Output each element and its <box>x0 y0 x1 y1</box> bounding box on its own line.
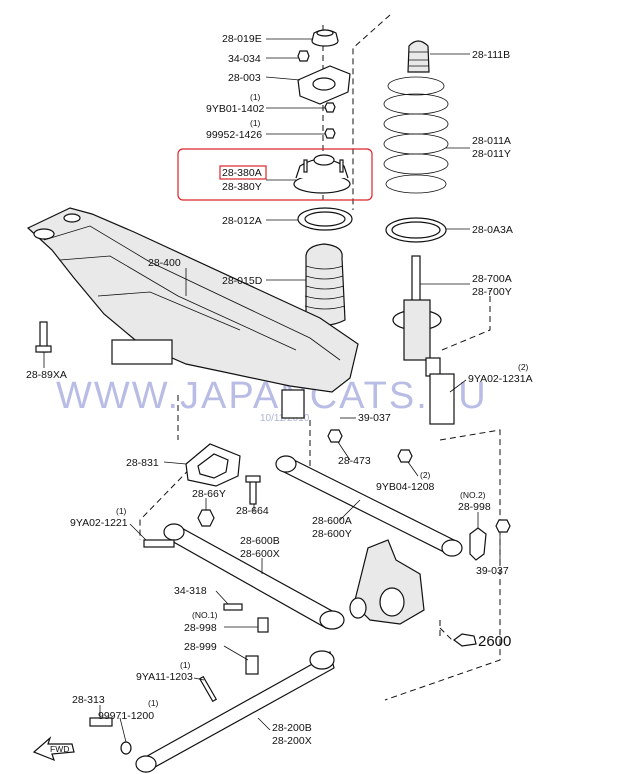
label-9yb04-1208: 9YB04-1208 <box>376 481 435 493</box>
label-qty-1d: (1) <box>180 660 191 670</box>
label-9ya02-1221: 9YA02-1221 <box>70 517 128 529</box>
leader-lines <box>43 38 501 743</box>
label-28-998a: 28-998 <box>458 501 491 513</box>
label-28-380a: 28-380A <box>222 167 262 179</box>
crossmember-bolt <box>35 321 52 353</box>
label-28-66y: 28-66Y <box>192 488 226 500</box>
label-28-600y: 28-600Y <box>312 528 352 540</box>
spring-seat-28-0a3a <box>385 217 447 243</box>
label-9yb01-1402: 9YB01-1402 <box>206 103 265 115</box>
label-28-600a: 28-600A <box>312 515 352 527</box>
label-qty-1b: (1) <box>250 118 261 128</box>
label-28-998b: 28-998 <box>184 622 217 634</box>
label-28-700a: 28-700A <box>472 273 512 285</box>
label-28-380y: 28-380Y <box>222 181 262 193</box>
label-28-313: 28-313 <box>72 694 105 706</box>
label-28-700y: 28-700Y <box>472 286 512 298</box>
shock-absorber <box>392 255 455 425</box>
label-28-003: 28-003 <box>228 72 261 84</box>
label-39-037a: 39-037 <box>358 412 391 424</box>
ref-arrow-2600 <box>439 627 477 647</box>
mount-bracket <box>297 65 351 105</box>
label-28-473: 28-473 <box>338 455 371 467</box>
upper-lateral-link <box>275 455 463 557</box>
label-28-999: 28-999 <box>184 641 217 653</box>
label-28-380a-box <box>219 165 267 180</box>
rear-crossmember <box>26 207 359 419</box>
bracket-28-831 <box>185 443 241 487</box>
seat-ring-28012a <box>297 207 353 231</box>
label-qty-1a: (1) <box>250 92 261 102</box>
label-28-111b: 28-111B <box>472 49 510 61</box>
label-no2: (NO.2) <box>460 490 486 500</box>
trailing-arm <box>135 650 335 773</box>
knuckle <box>349 539 425 625</box>
label-28-600x: 28-600X <box>240 548 280 560</box>
label-28-200x: 28-200X <box>272 735 312 747</box>
label-28-89xa: 28-89XA <box>26 369 67 381</box>
label-34-034: 34-034 <box>228 53 261 65</box>
label-99952-1426: 99952-1426 <box>206 129 262 141</box>
label-qty-1c: (1) <box>116 506 127 516</box>
washer-99952 <box>324 128 336 139</box>
dust-boot <box>304 243 346 326</box>
fasteners <box>89 429 511 755</box>
fwd-arrow: FWD <box>32 736 75 762</box>
label-28-600b: 28-600B <box>240 535 280 547</box>
label-28-200b: 28-200B <box>272 722 312 734</box>
label-28-0a3a: 28-0A3A <box>472 224 513 236</box>
label-qty-1e: (1) <box>148 698 159 708</box>
label-34-318: 34-318 <box>174 585 207 597</box>
label-28-664: 28-664 <box>236 505 269 517</box>
label-28-011a: 28-011A <box>472 135 511 147</box>
lower-lateral-link <box>163 523 345 630</box>
label-28-400: 28-400 <box>148 257 181 269</box>
label-9ya11-1203: 9YA11-1203 <box>136 671 193 683</box>
label-28-831: 28-831 <box>126 457 159 469</box>
label-99971-1200: 99971-1200 <box>98 710 154 722</box>
label-28-011y: 28-011Y <box>472 148 511 160</box>
label-28-019e: 28-019E <box>222 33 262 45</box>
label-2600: 2600 <box>478 633 511 650</box>
bump-stop <box>407 40 430 73</box>
label-qty-2a: (2) <box>518 362 529 372</box>
label-9ya02-1231a: 9YA02-1231A <box>468 373 533 385</box>
label-28-012a: 28-012A <box>222 215 262 227</box>
label-39-037b: 39-037 <box>476 565 509 577</box>
label-no1: (NO.1) <box>192 610 218 620</box>
upper-mount-cap <box>311 29 339 47</box>
nut-9yb01 <box>324 102 336 113</box>
coil-spring <box>383 76 449 194</box>
label-28-015d: 28-015D <box>222 275 263 287</box>
fwd-label: FWD <box>50 744 69 754</box>
strut-mount <box>293 154 351 194</box>
highlight-box <box>177 148 373 201</box>
upper-nut <box>297 50 310 62</box>
label-qty-2b: (2) <box>420 470 431 480</box>
